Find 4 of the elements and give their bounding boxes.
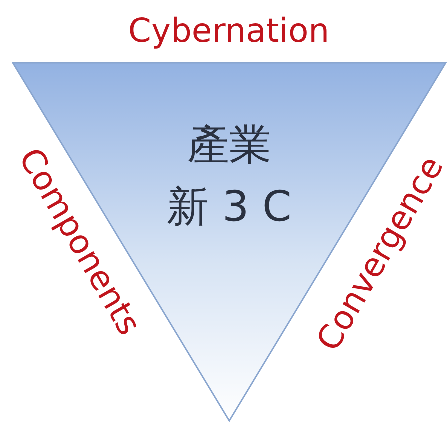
side-label: Cybernation <box>128 14 330 46</box>
triangle-text: 產業 <box>186 124 272 166</box>
triangle-shape <box>12 62 447 422</box>
triangle-text: 新 3 C <box>166 186 293 228</box>
